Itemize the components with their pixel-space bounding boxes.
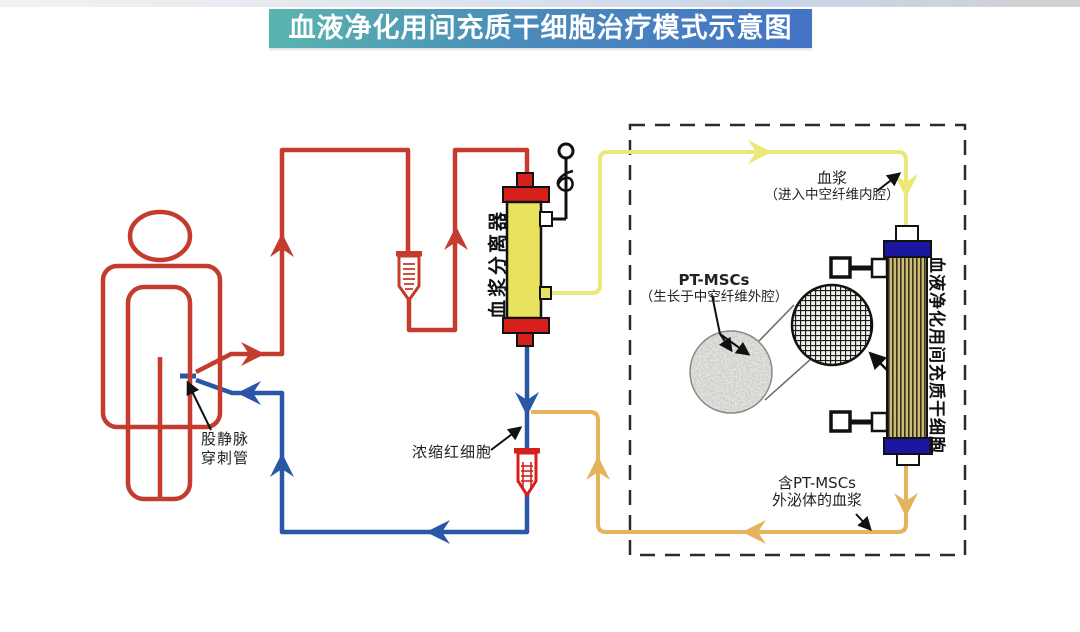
separator-top-port: [539, 211, 553, 227]
pressure-clamp-icon: [552, 142, 575, 221]
exosome-label: 含PT-MSCs 外泌体的血浆: [748, 475, 886, 509]
mesh-callout-arrow: [868, 351, 889, 372]
ptmscs-label-line1: PT-MSCs: [678, 271, 750, 289]
ptmscs-pointer-arrow-2: [719, 333, 751, 356]
ptmscs-pointer-arrow-1: [718, 333, 733, 353]
arterial-line: [194, 147, 530, 375]
plasma-label-line2: （进入中空纤维内腔）: [764, 187, 900, 203]
arterial-arrow-up-1: [270, 233, 294, 257]
venous-arrow-up: [270, 453, 294, 477]
bioreactor-side-port-top: [829, 256, 889, 279]
arterial-arrow-right: [241, 342, 265, 366]
venous-arrow-left-bottom: [426, 520, 450, 544]
bioreactor-label: 血液净化用间充质干细胞: [926, 256, 946, 454]
separator-plasma-port: [539, 286, 552, 300]
catheter-label-line2: 穿刺管: [200, 449, 249, 467]
arterial-arrow-up-2: [444, 226, 468, 250]
ptmscs-pointer-stem: [711, 294, 721, 335]
annotation-arrows: [186, 172, 902, 532]
plasma-pointer-arrow: [876, 172, 902, 192]
treatment-unit-dashed-box: [628, 123, 967, 557]
catheter-label-line1: 股静脉: [200, 430, 249, 448]
rbc-chamber-icon: [514, 448, 540, 498]
top-strip: [0, 0, 1080, 7]
bioreactor-side-port-bottom: [829, 410, 889, 433]
catheter-pointer-arrow: [186, 380, 212, 431]
rbc-label: 浓缩红细胞: [411, 443, 492, 461]
plasma-separator-label: 血浆分离器: [487, 209, 509, 320]
exosome-label-line1: 含PT-MSCs: [778, 474, 856, 492]
exosome-plasma-line: [531, 410, 918, 544]
title-banner: 血液净化用间充质干细胞治疗模式示意图: [269, 9, 812, 48]
page-title: 血液净化用间充质干细胞治疗模式示意图: [288, 13, 793, 44]
plasma-separator-icon: [502, 172, 553, 347]
catheter-label: 股静脉 穿刺管: [194, 430, 256, 468]
plasma-arrow-right: [748, 140, 772, 164]
plasma-label: 血浆 （进入中空纤维内腔）: [744, 169, 920, 203]
cells-photo-icon: [690, 331, 772, 413]
venous-arrow-left-top: [237, 381, 261, 405]
ptmscs-label: PT-MSCs （生长于中空纤维外腔）: [626, 271, 802, 305]
exosome-arrow-left: [742, 520, 766, 544]
venous-arrow-down: [515, 392, 539, 416]
exosome-label-line2: 外泌体的血浆: [771, 491, 862, 509]
fiber-mesh-icon: [790, 283, 874, 367]
exosome-arrow-up: [586, 456, 610, 480]
ptmscs-label-line2: （生长于中空纤维外腔）: [639, 289, 789, 305]
bioreactor-icon: [829, 225, 933, 466]
rbc-pointer-arrow: [490, 426, 523, 451]
exosome-pointer-arrow: [855, 513, 872, 532]
microscopy-insets: [689, 283, 889, 414]
plasma-label-line1: 血浆: [816, 169, 847, 187]
exosome-arrow-down: [894, 493, 918, 517]
drip-chamber-icon: [396, 251, 422, 303]
